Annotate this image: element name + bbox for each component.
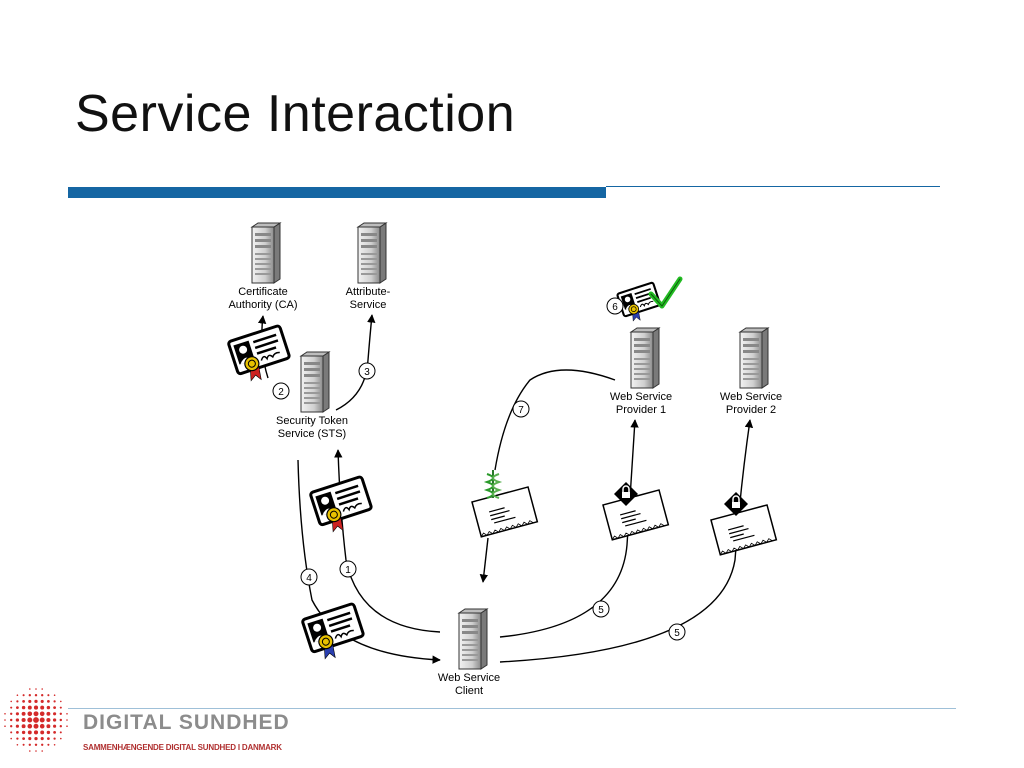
arrow-client-to-wsp2 <box>499 419 754 663</box>
certificate-icon <box>226 323 296 388</box>
footer-rule <box>68 708 956 709</box>
arrow-envelope-to-client <box>479 537 489 583</box>
envelope-request-icon <box>710 504 778 556</box>
sts-server-icon <box>300 351 330 413</box>
arrow-client-to-wsp1 <box>499 419 639 638</box>
step-badge-4: 4 <box>300 568 318 586</box>
svg-text:4: 4 <box>306 573 312 584</box>
svg-text:1: 1 <box>345 565 351 576</box>
caduceus-icon <box>483 470 503 499</box>
logo-name: DIGITAL SUNDHED <box>83 711 290 734</box>
logo-tagline: SAMMENHÆNGENDE DIGITAL SUNDHED I DANMARK <box>83 743 282 752</box>
step-badge-6: 6 <box>606 297 624 315</box>
title-rule-thin <box>606 186 940 187</box>
ca-server-icon <box>251 222 281 284</box>
wsp2-server-icon <box>739 327 769 389</box>
envelope-response-icon <box>471 486 539 538</box>
attribute-server-icon <box>357 222 387 284</box>
arrow-sts-to-attribute <box>335 314 376 411</box>
svg-text:2: 2 <box>278 387 284 398</box>
step-badge-5: 5 <box>592 600 610 618</box>
wsp1-server-icon <box>630 327 660 389</box>
step-badge-3: 3 <box>358 362 376 380</box>
svg-text:3: 3 <box>364 367 370 378</box>
validated-token-icon <box>615 281 664 326</box>
step-badge-7: 7 <box>512 400 530 418</box>
step-badge-1: 1 <box>339 560 357 578</box>
svg-text:7: 7 <box>518 405 524 416</box>
title-rule-thick <box>68 187 606 198</box>
svg-text:5: 5 <box>674 628 680 639</box>
attribute-service-label: Attribute-Service <box>346 286 391 311</box>
wsc-server-icon <box>458 608 488 670</box>
envelope-request-icon <box>602 489 670 541</box>
svg-text:5: 5 <box>598 605 604 616</box>
arrow-sts-to-client <box>297 459 441 664</box>
page-title: Service Interaction <box>75 85 516 143</box>
logo-dots-icon <box>4 688 68 752</box>
svg-text:6: 6 <box>612 302 618 313</box>
step-badge-2: 2 <box>272 382 290 400</box>
step-badge-5: 5 <box>668 623 686 641</box>
certificate-icon <box>308 474 378 539</box>
id-card-icon <box>300 601 370 666</box>
connectors <box>257 314 754 664</box>
arrow-wsp1-to-client <box>494 369 616 471</box>
